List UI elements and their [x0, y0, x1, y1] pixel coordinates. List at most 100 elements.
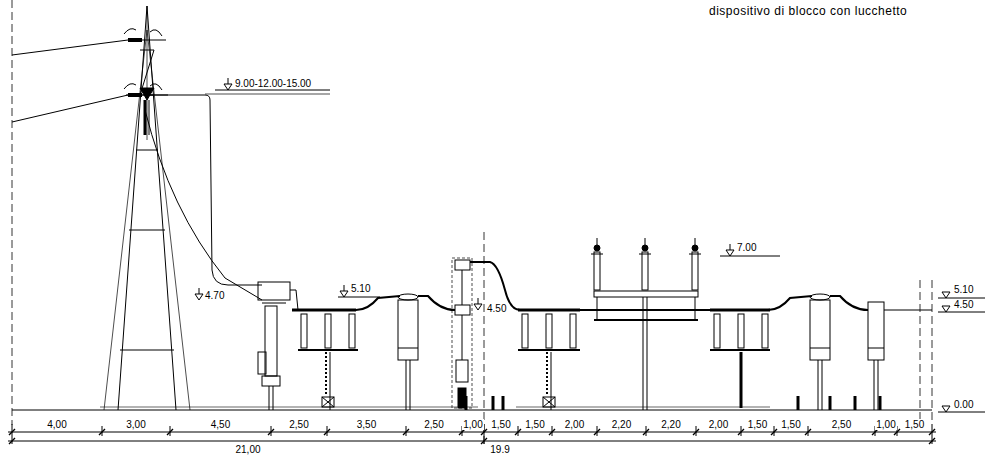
busbar — [768, 296, 812, 310]
level-marker — [478, 298, 479, 304]
dimension-label: 3,00 — [125, 419, 146, 430]
pylon — [147, 30, 190, 410]
ground-marker — [797, 396, 800, 410]
level-label: 9.00-12.00-15.00 — [234, 78, 312, 89]
post-insulator — [456, 360, 468, 382]
voltage-transformer — [265, 306, 277, 376]
circuit-breaker — [639, 254, 651, 255]
pylon — [144, 100, 147, 135]
circuit-breaker — [642, 245, 648, 251]
ground-marker — [879, 396, 882, 410]
dimension-label: 1,50 — [490, 419, 511, 430]
post-insulator — [455, 260, 470, 270]
line-conductor — [128, 93, 142, 97]
pylon — [140, 88, 154, 100]
dimension-label: 1,50 — [904, 419, 925, 430]
post-insulator — [462, 270, 463, 305]
level-label: 4.70 — [204, 290, 225, 301]
circuit-breaker — [597, 238, 598, 245]
line-conductor — [128, 38, 142, 42]
dimension-label: 4,00 — [46, 419, 67, 430]
note-text: dispositivo di blocco con lucchetto — [708, 5, 908, 18]
busbar — [418, 296, 455, 310]
level-marker — [720, 256, 780, 257]
reference-dashed-line — [484, 232, 485, 445]
ground-marker — [829, 396, 832, 410]
dimension-line — [8, 441, 936, 442]
disconnector — [522, 314, 528, 348]
post-insulator — [462, 315, 463, 360]
current-transformer — [810, 348, 830, 349]
current-transformer — [398, 348, 418, 349]
dimension-label: 1,50 — [780, 419, 801, 430]
dimension-line — [8, 432, 936, 433]
dimension-total: 21,00 — [234, 444, 261, 455]
circuit-breaker — [594, 291, 698, 297]
circuit-breaker — [645, 238, 646, 245]
dimension-label: 4,50 — [210, 419, 231, 430]
pylon — [104, 6, 190, 410]
reference-dashed-line — [12, 0, 13, 425]
reference-dashed-line — [932, 280, 933, 420]
circuit-breaker — [692, 252, 698, 290]
pylon — [120, 350, 174, 351]
circuit-breaker — [591, 238, 701, 410]
line-conductor — [124, 84, 136, 89]
current-transformer — [398, 300, 418, 360]
disconnector — [518, 349, 580, 351]
disconnector — [740, 352, 743, 408]
ground-marker — [502, 396, 505, 410]
post-insulator — [452, 258, 472, 408]
disconnector — [710, 349, 770, 351]
dimension-label: 2,20 — [660, 419, 681, 430]
level-marker — [195, 294, 203, 300]
current-transformer — [818, 360, 819, 410]
ground-marker — [465, 396, 468, 410]
busbar — [356, 296, 400, 310]
disconnector — [543, 397, 555, 407]
ground-line — [12, 407, 932, 410]
circuit-breaker — [594, 319, 698, 321]
level-marker — [942, 292, 950, 298]
pylon — [128, 40, 166, 41]
voltage-transformer — [258, 282, 290, 300]
dimension-label: 2,50 — [423, 419, 444, 430]
circuit-breaker — [594, 252, 600, 290]
level-marker — [474, 304, 482, 310]
current-transformer — [822, 360, 823, 410]
pylon — [149, 100, 150, 135]
disconnector — [546, 314, 552, 348]
level-marker — [942, 306, 950, 312]
voltage-transformer — [290, 290, 298, 310]
voltage-transformer — [258, 282, 298, 410]
disconnector — [330, 352, 331, 410]
dimension-label: 2,00 — [708, 419, 729, 430]
level-marker — [340, 291, 348, 297]
disconnector — [349, 314, 355, 348]
current-transformer — [868, 348, 884, 349]
current-transformer — [810, 294, 830, 300]
busbar — [884, 310, 932, 311]
ground-marker — [492, 396, 495, 410]
busbar — [830, 296, 868, 310]
voltage-transformer — [269, 386, 270, 410]
line-conductor — [150, 30, 162, 36]
voltage-transformer — [273, 386, 274, 410]
disconnector — [551, 352, 552, 410]
dimension-line — [9, 429, 935, 444]
voltage-transformer — [262, 376, 280, 386]
level-label: 5.10 — [350, 283, 371, 294]
disconnector — [570, 314, 576, 348]
level-marker — [344, 285, 345, 291]
level-marker — [730, 244, 731, 250]
level-marker — [228, 78, 229, 84]
current-transformer — [874, 360, 875, 410]
current-transformer — [398, 294, 884, 410]
level-label: 4.50 — [953, 299, 974, 310]
level-marker — [938, 412, 985, 413]
disconnector — [298, 349, 358, 351]
busbar — [356, 262, 932, 310]
ground-line — [12, 410, 932, 411]
disconnector — [292, 310, 358, 410]
